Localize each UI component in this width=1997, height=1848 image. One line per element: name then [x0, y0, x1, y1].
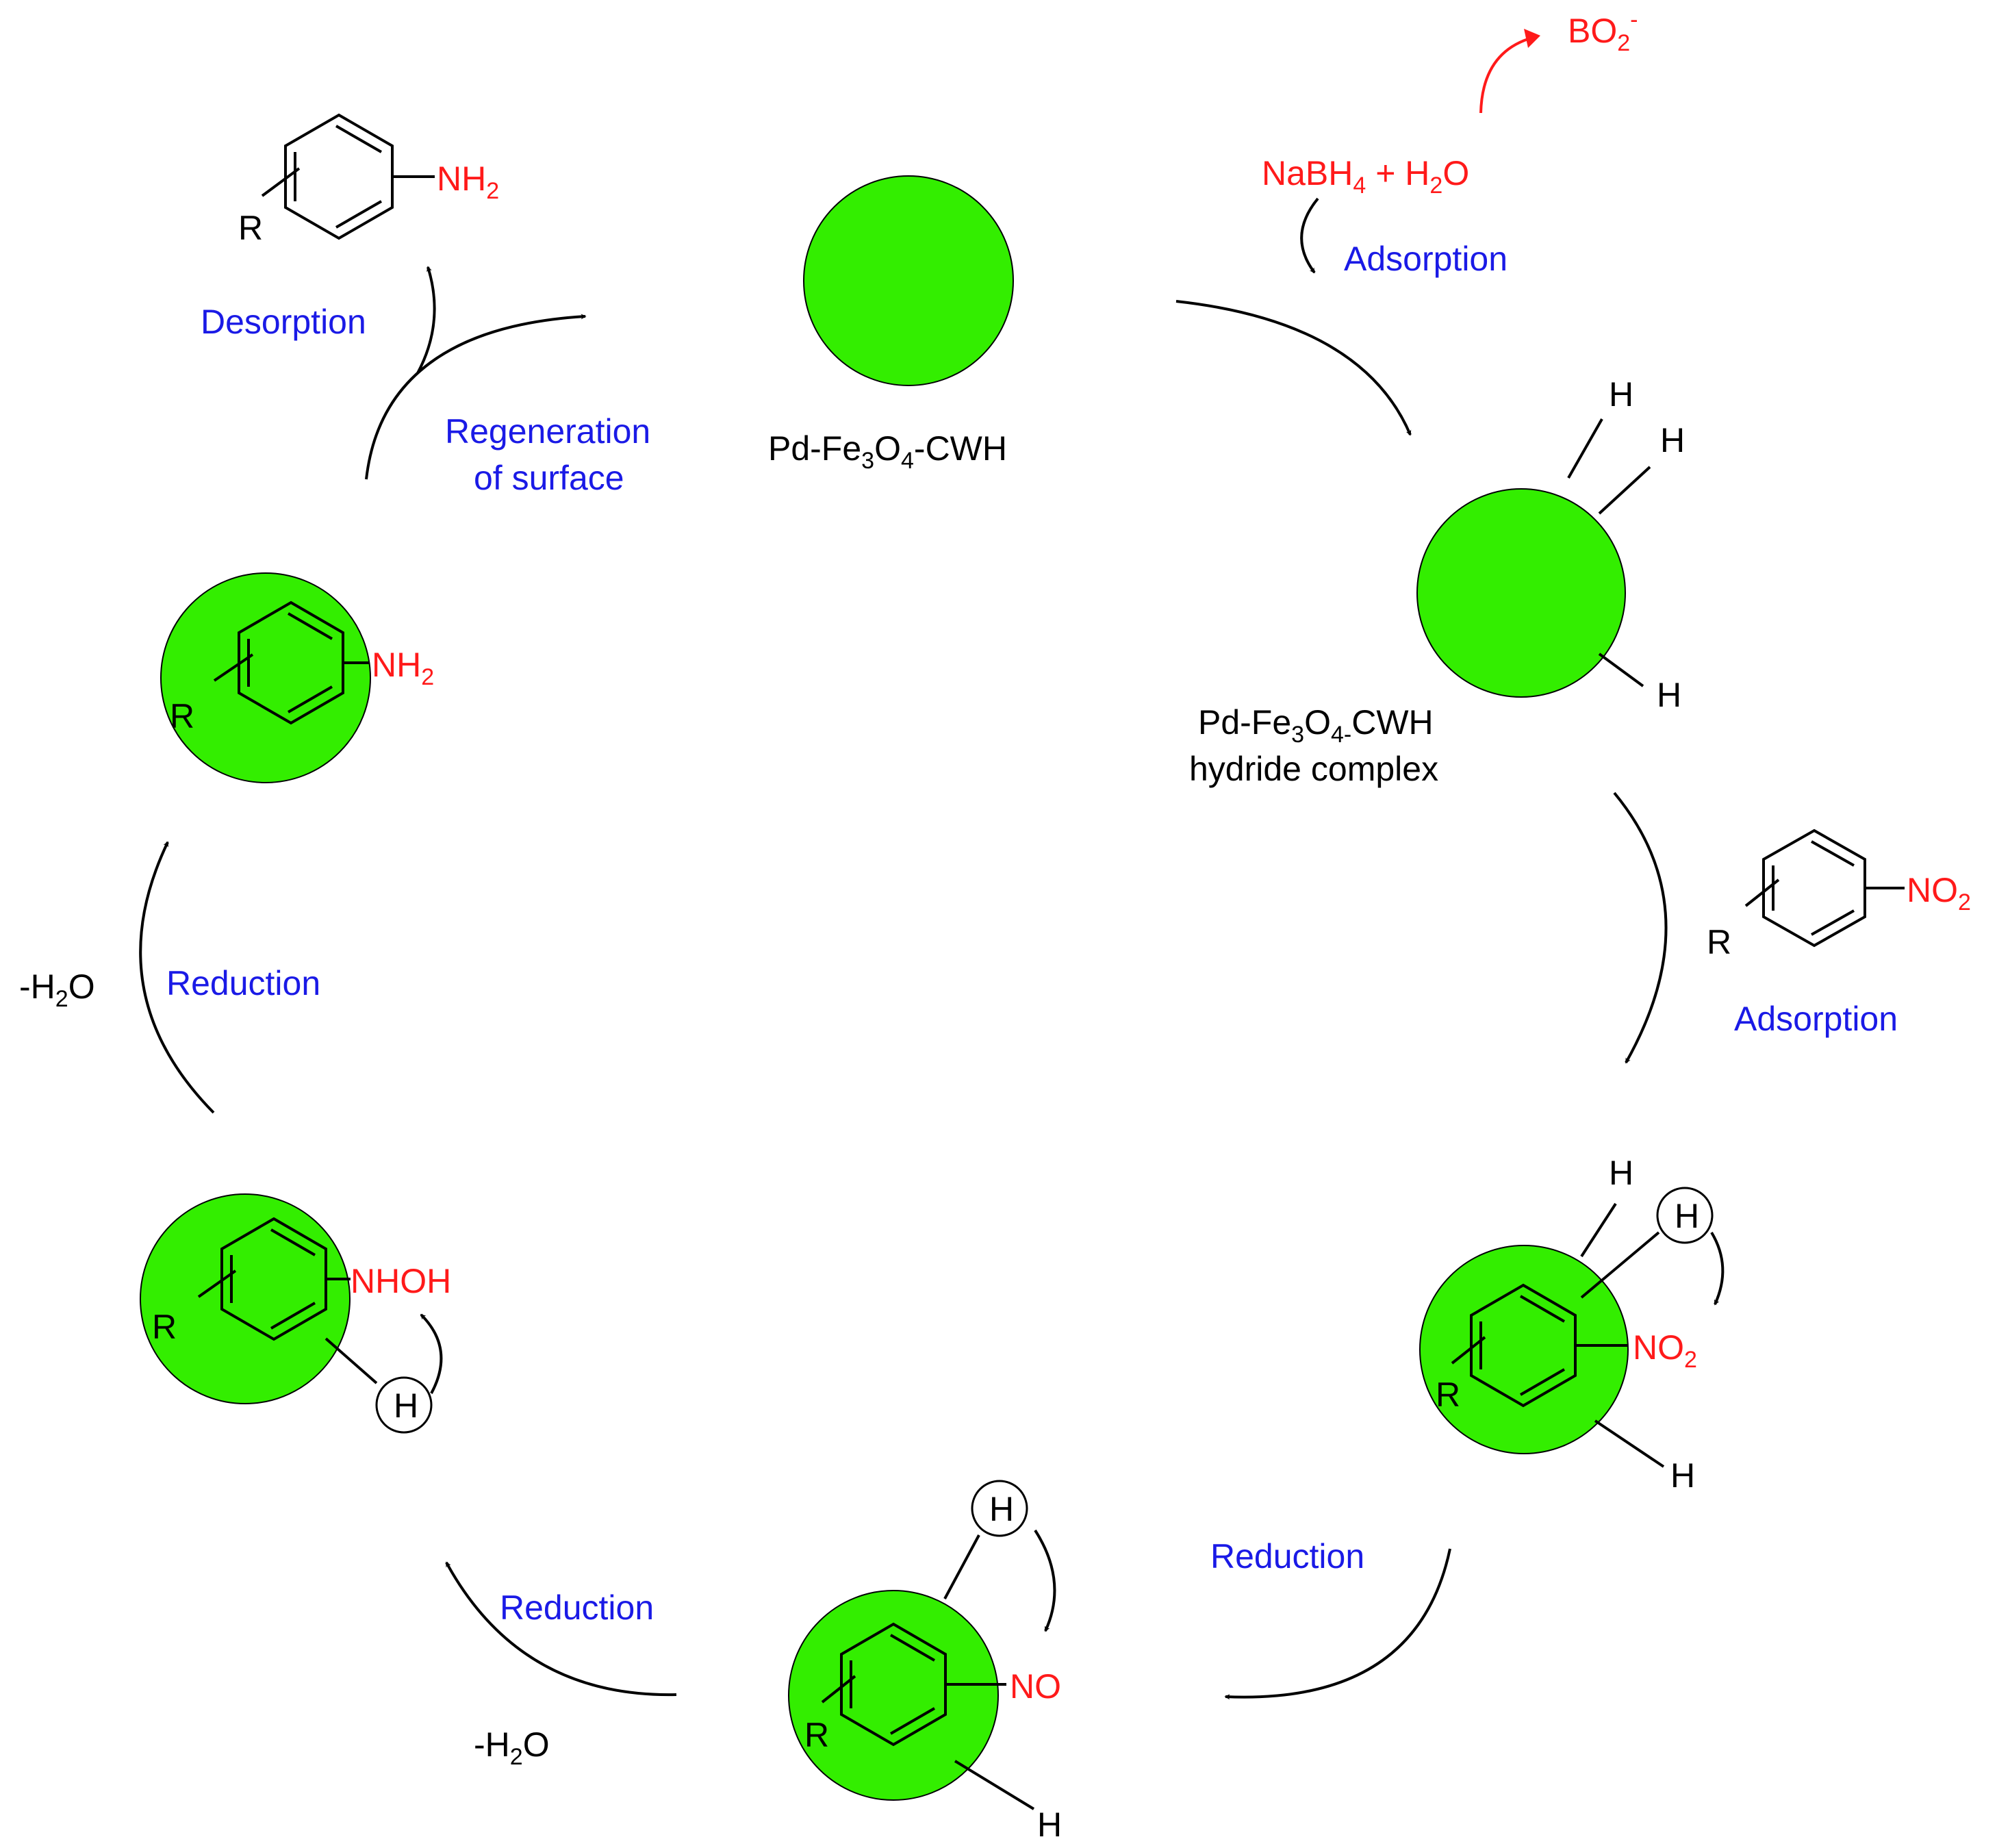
nitro-label: NO2 [1633, 1328, 1697, 1373]
h-bond-line [1598, 466, 1651, 515]
cycle-arrow-reduction-left [139, 841, 215, 1114]
hydride-complex-label-1: Pd-Fe3O4-CWH [1198, 703, 1434, 748]
nitro-label: NO2 [1907, 871, 1971, 915]
benzene-ring-icon [213, 600, 344, 725]
cycle-arrow-regeneration [365, 314, 587, 480]
curved-arrow-icon [1710, 1231, 1725, 1306]
r-group-label: R [1436, 1376, 1460, 1414]
nitroso-label: NO [1010, 1667, 1061, 1706]
byproduct-arrow-head-icon [1524, 29, 1540, 48]
step-label-reduction-left: Reduction [166, 964, 320, 1002]
h-label: H [394, 1387, 418, 1425]
h-bond-line [1580, 1231, 1660, 1299]
hydride-catalyst-sphere-icon [1416, 488, 1626, 698]
byproduct-arrow-icon [1479, 38, 1529, 114]
h-bond-line [943, 1534, 980, 1599]
h-label: H [1609, 1154, 1633, 1192]
h-label: H [1670, 1456, 1695, 1495]
adsorption-arrow-icon [1300, 197, 1319, 274]
h-bond-line [1567, 418, 1603, 479]
r-group-label: R [238, 209, 263, 247]
benzene-ring-icon [1744, 828, 1866, 948]
hydroxylamine-adsorbed-sphere-icon [140, 1193, 351, 1404]
step-label-reduction-right: Reduction [1210, 1537, 1364, 1575]
r-group-label: R [152, 1308, 177, 1346]
step-label-regeneration-2: of surface [474, 459, 624, 497]
h-bond-line [954, 1760, 1035, 1810]
hydride-complex-label-2: hydride complex [1189, 750, 1438, 788]
amine-label: NH2 [437, 160, 499, 204]
h-label: H [1675, 1197, 1699, 1235]
step-label-reduction-bottom: Reduction [500, 1588, 654, 1627]
cycle-arrow-adsorption-nitro [1613, 792, 1668, 1064]
h-label: H [1657, 676, 1681, 714]
catalyst-label: Pd-Fe3O4-CWH [768, 429, 1007, 474]
benzene-ring-icon [197, 1217, 327, 1341]
desorption-arrow-icon [416, 266, 436, 374]
step-label-adsorption-top: Adsorption [1344, 240, 1508, 278]
cycle-arrow-adsorption [1175, 300, 1412, 436]
curved-arrow-icon [1034, 1529, 1056, 1632]
h-label: H [1037, 1806, 1062, 1844]
byproduct-label: BO2- [1568, 7, 1638, 56]
nitro-adsorbed-sphere-icon [1419, 1245, 1629, 1454]
r-group-label: R [1707, 923, 1731, 961]
amine-label: NH2 [372, 646, 434, 690]
cycle-arrow-reduction-right [1224, 1548, 1451, 1700]
catalyst-sphere-icon [803, 175, 1014, 386]
cycle-arrow-reduction-bottom [445, 1561, 677, 1697]
hydroxylamine-label: NHOH [351, 1262, 451, 1300]
reagent-label: NaBH4 + H2O [1262, 154, 1469, 199]
benzene-ring-icon [1451, 1283, 1577, 1408]
h-label: H [1660, 421, 1685, 459]
h-label: H [989, 1490, 1014, 1528]
r-group-label: R [804, 1716, 829, 1754]
h-bond-line [1580, 1202, 1617, 1258]
step-label-adsorption-right: Adsorption [1734, 1000, 1898, 1038]
circled-hydrogen-icon [375, 1376, 433, 1434]
water-loss-label-bottom: -H2O [474, 1725, 550, 1770]
curved-arrow-icon [420, 1313, 443, 1394]
h-bond-line [325, 1337, 378, 1384]
nitroso-adsorbed-sphere-icon [788, 1590, 999, 1801]
benzene-ring-icon [261, 113, 394, 240]
h-bond-line [1598, 653, 1644, 687]
r-group-label: R [170, 697, 194, 735]
step-label-desorption: Desorption [201, 303, 366, 341]
h-label: H [1609, 375, 1633, 414]
water-loss-label-left: -H2O [19, 967, 95, 1012]
step-label-regeneration-1: Regeneration [445, 412, 650, 451]
amine-adsorbed-sphere-icon [160, 572, 371, 783]
benzene-ring-icon [821, 1622, 947, 1747]
circled-hydrogen-icon [971, 1480, 1028, 1537]
circled-hydrogen-icon [1656, 1187, 1714, 1244]
h-bond-line [1594, 1419, 1665, 1468]
